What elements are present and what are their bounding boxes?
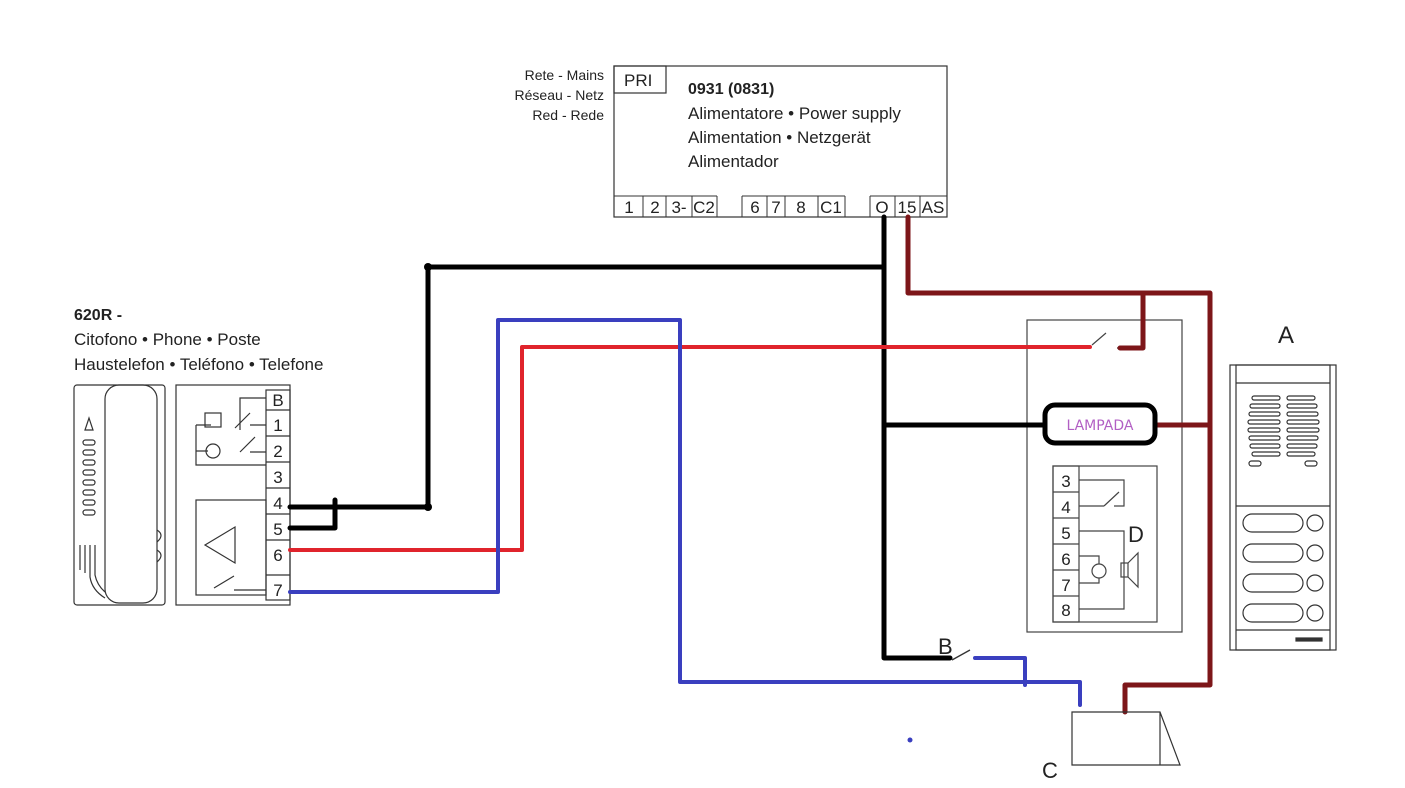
wire-dark-red — [905, 214, 1213, 715]
d-terminal-5: 5 — [1061, 524, 1070, 543]
phone-handset-icon — [73, 384, 166, 606]
lamp-label: LAMPADA — [1066, 418, 1133, 434]
ps-terminal-as: AS — [922, 198, 945, 217]
power-supply: PRI 0931 (0831) Alimentatore • Power sup… — [613, 65, 948, 218]
mains-label-2: Réseau - Netz — [515, 87, 604, 103]
phone-terminal-block — [175, 384, 291, 606]
power-supply-desc-2: Alimentation • Netzgerät — [688, 128, 871, 147]
d-terminal-3: 3 — [1061, 472, 1070, 491]
phone-terminal-7: 7 — [273, 581, 282, 600]
switch-b-icon — [951, 649, 971, 661]
d-terminal-4: 4 — [1061, 498, 1070, 517]
phone-terminal-2: 2 — [273, 442, 282, 461]
d-terminal-8: 8 — [1061, 601, 1070, 620]
d-terminal-6: 6 — [1061, 550, 1070, 569]
ps-terminal-2: 2 — [650, 198, 659, 217]
lamp — [1042, 402, 1158, 446]
phone-terminal-4: 4 — [273, 494, 282, 513]
power-supply-desc-1: Alimentatore • Power supply — [688, 104, 901, 123]
label-d: D — [1128, 522, 1144, 547]
ps-terminal-6: 6 — [750, 198, 759, 217]
label-b: B — [938, 634, 953, 659]
phone-terminal-6: 6 — [273, 546, 282, 565]
label-c: C — [1042, 758, 1058, 783]
power-supply-desc-3: Alimentador — [688, 152, 779, 171]
wire-red — [288, 345, 1092, 552]
phone-model: 620R - — [74, 307, 122, 324]
ps-terminal-7: 7 — [771, 198, 780, 217]
phone-terminal-3: 3 — [273, 468, 282, 487]
mains-label-1: Rete - Mains — [525, 67, 604, 83]
phone-terminal-b: B — [272, 391, 283, 410]
ps-terminal-c2: C2 — [693, 198, 715, 217]
ps-terminal-8: 8 — [796, 198, 805, 217]
power-supply-model: 0931 (0831) — [688, 81, 774, 98]
door-unit-box — [1026, 319, 1183, 633]
phone-desc-2: Haustelefon • Teléfono • Telefone — [74, 355, 323, 374]
door-panel-a-icon — [1229, 364, 1337, 651]
mains-label-3: Red - Rede — [532, 107, 604, 123]
pri-label: PRI — [624, 71, 652, 90]
phone-desc-1: Citofono • Phone • Poste — [74, 330, 261, 349]
ps-terminal-c1: C1 — [820, 198, 842, 217]
label-a: A — [1278, 322, 1294, 349]
phone-terminal-1: 1 — [273, 416, 282, 435]
wire-blue — [288, 318, 1082, 707]
d-terminal-7: 7 — [1061, 576, 1070, 595]
ps-terminal-1: 1 — [624, 198, 633, 217]
ps-terminal-3: 3- — [671, 198, 686, 217]
lock-c-icon — [1071, 711, 1181, 766]
wire-black-main — [287, 214, 1048, 661]
ps-terminal-15: 15 — [898, 198, 917, 217]
ps-terminal-o: O — [875, 198, 888, 217]
phone-terminal-5: 5 — [273, 520, 282, 539]
